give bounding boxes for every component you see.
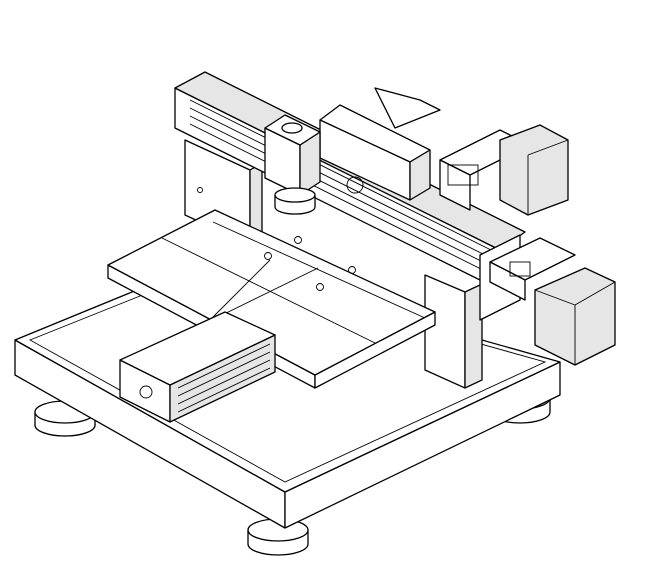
base-slab	[14, 261, 561, 529]
x-carriage	[319, 87, 441, 201]
z-axis-head	[264, 114, 321, 215]
gantry-right-column	[424, 274, 483, 389]
lower-linear-actuator	[119, 311, 276, 423]
y-axis-motor	[489, 237, 616, 366]
x-axis-motor	[439, 124, 569, 216]
